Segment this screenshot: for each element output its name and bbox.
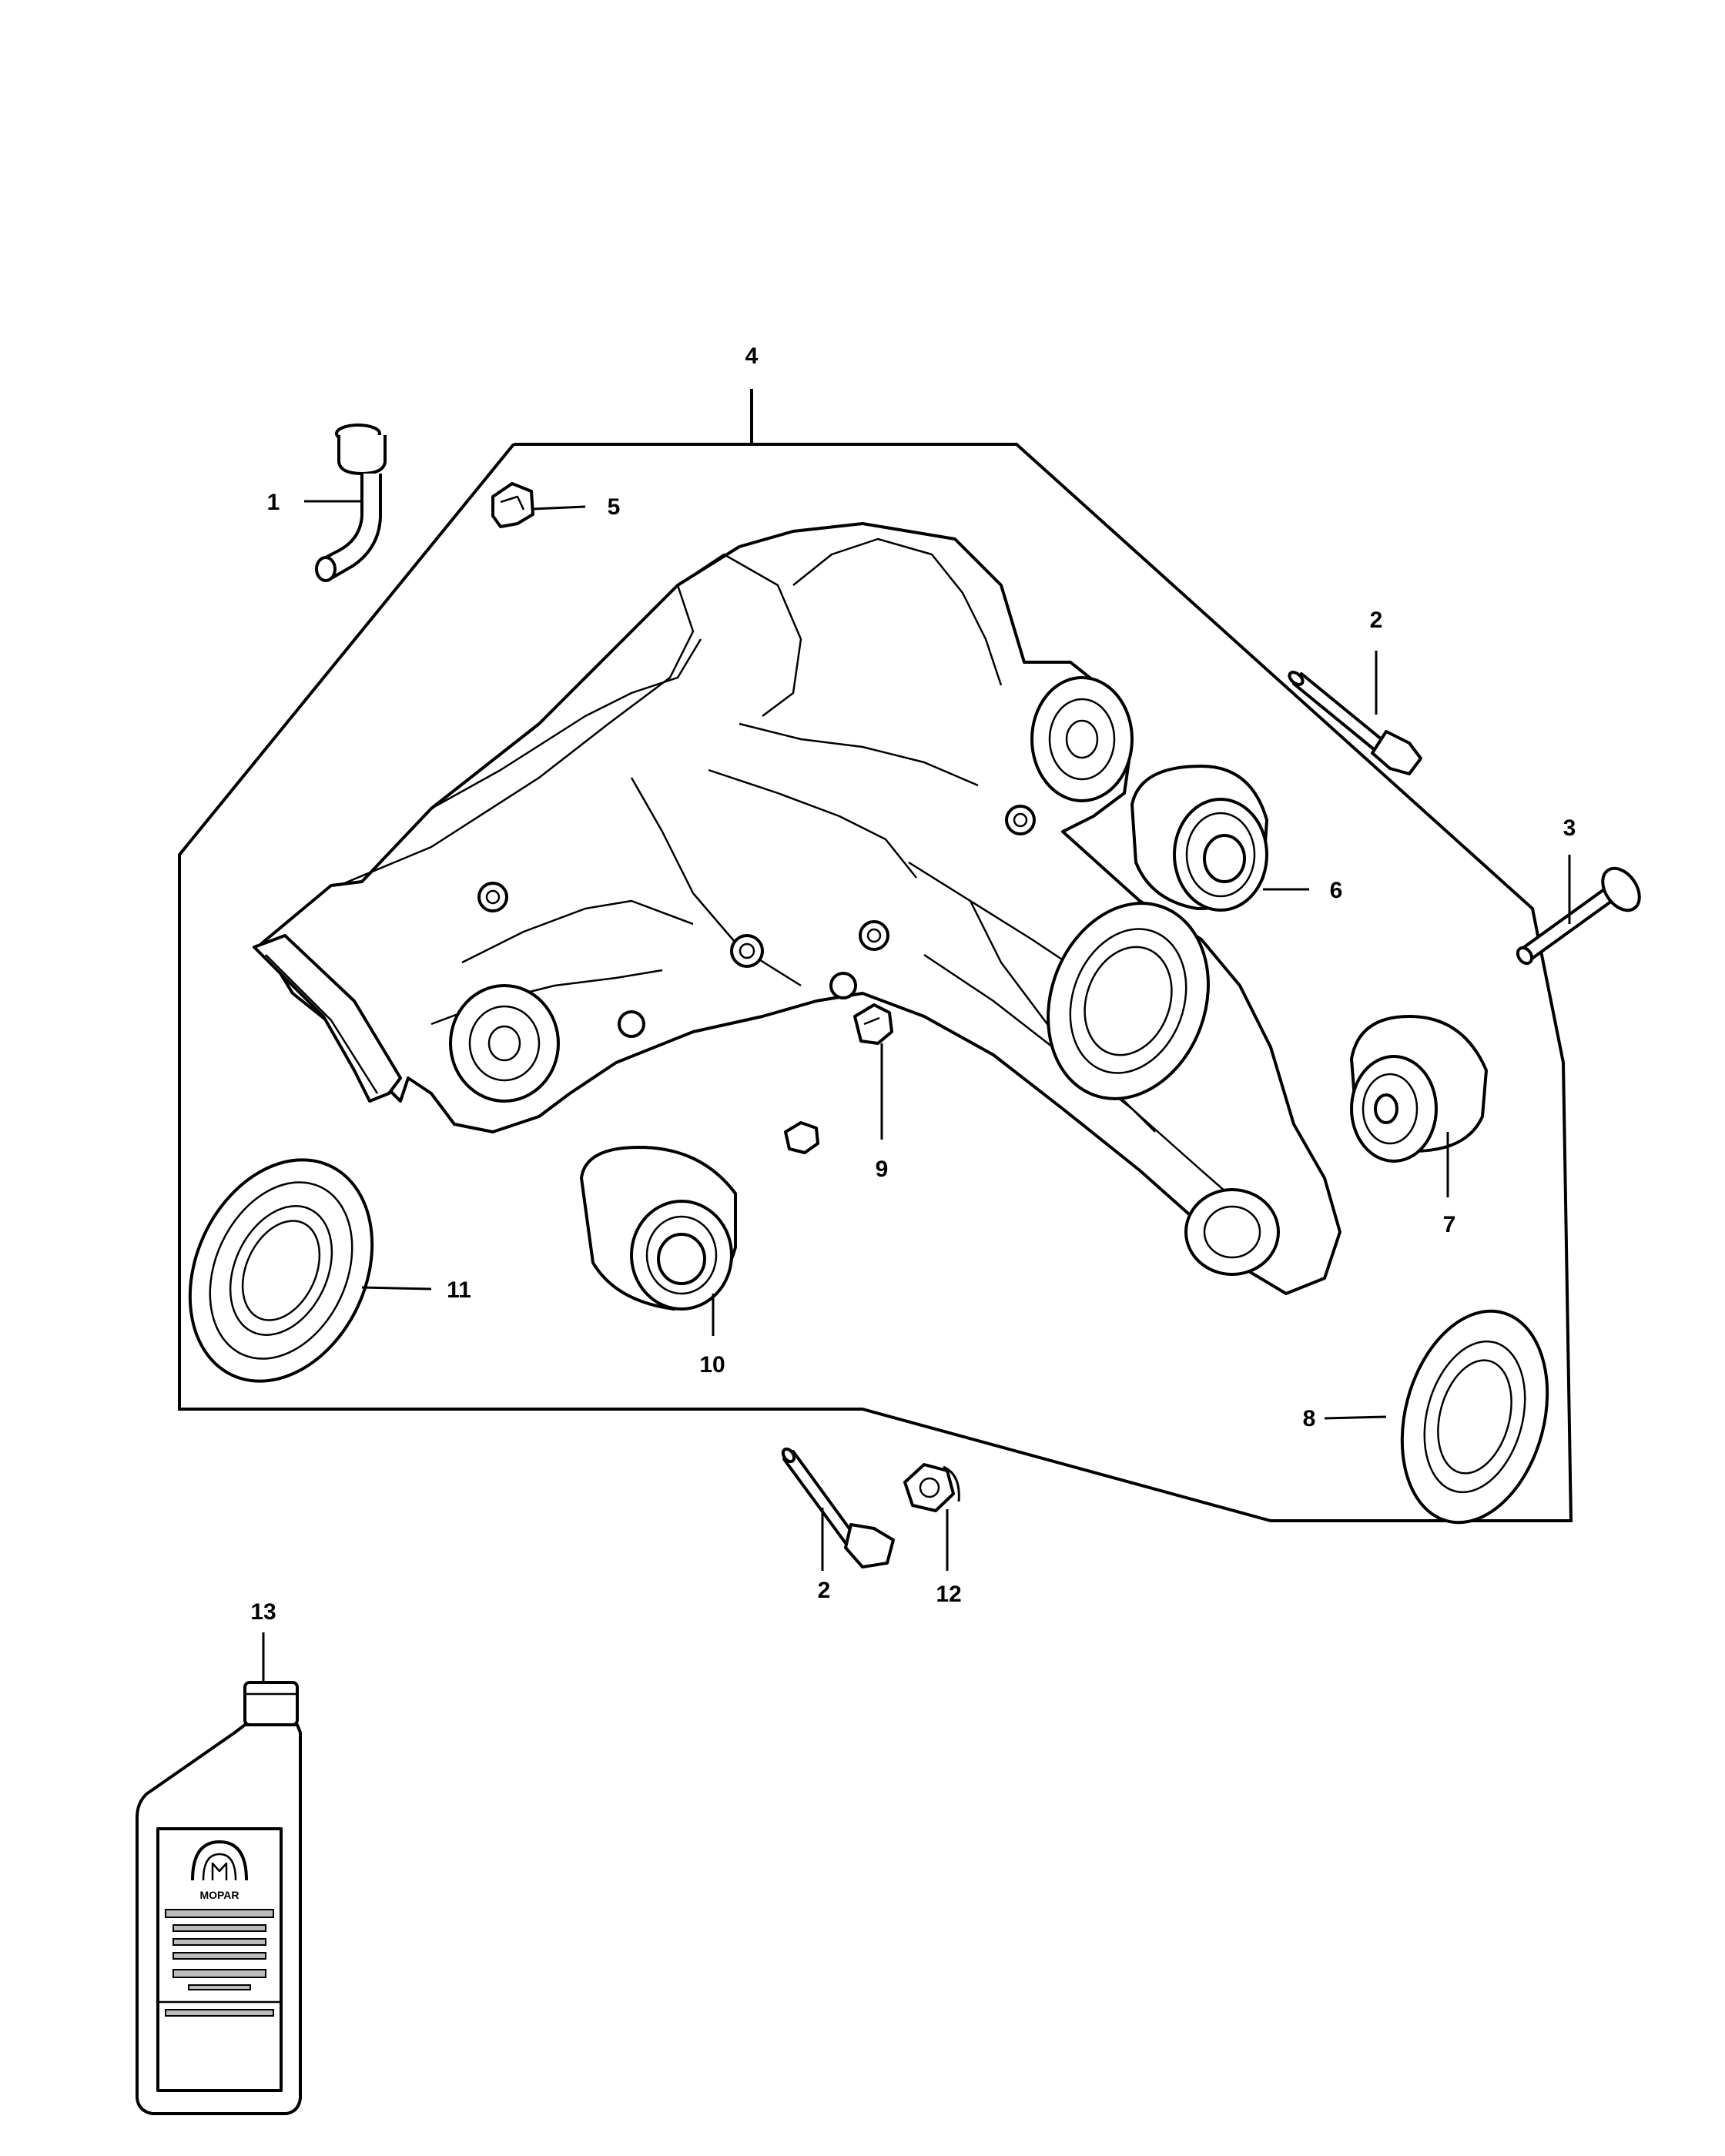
- pin-part: [1516, 855, 1641, 966]
- seal-part-8: [1324, 1309, 1549, 1525]
- bushing-part-6: [1130, 765, 1309, 912]
- callout-1: 1: [267, 490, 280, 515]
- bolt-part-upper: [1288, 651, 1422, 775]
- nut-part: [903, 1463, 960, 1571]
- callout-11: 11: [447, 1277, 471, 1303]
- clip-part: [491, 482, 586, 528]
- callout-13: 13: [250, 1599, 276, 1625]
- callout-7: 7: [1443, 1212, 1456, 1237]
- callout-5: 5: [608, 494, 621, 520]
- callout-2-upper: 2: [1370, 608, 1383, 633]
- callout-10: 10: [699, 1352, 725, 1378]
- differential-housing-part: [253, 522, 1341, 1295]
- callout-9: 9: [876, 1157, 889, 1182]
- seal-part-11: [188, 1158, 432, 1383]
- callout-8: 8: [1303, 1406, 1316, 1431]
- callout-4: 4: [745, 343, 759, 369]
- assembly-boundary: [178, 389, 1573, 1522]
- bushing-part-7: [1350, 1015, 1488, 1197]
- callout-3: 3: [1563, 815, 1576, 841]
- vent-tube-part: [304, 424, 387, 582]
- callout-2-lower: 2: [818, 1578, 831, 1603]
- lubricant-bottle-part: MOPAR: [136, 1632, 302, 2115]
- callout-6: 6: [1330, 878, 1343, 903]
- bushing-part-10: [580, 1146, 737, 1336]
- callout-12: 12: [936, 1582, 961, 1607]
- plug-part: [784, 1003, 893, 1154]
- bottle-brand-label: MOPAR: [199, 1889, 239, 1901]
- callout-labels: 1 2 3 4 5 6 7 8 9 10 11 2 12 13: [250, 343, 1576, 1625]
- bolt-part-lower: [781, 1447, 895, 1571]
